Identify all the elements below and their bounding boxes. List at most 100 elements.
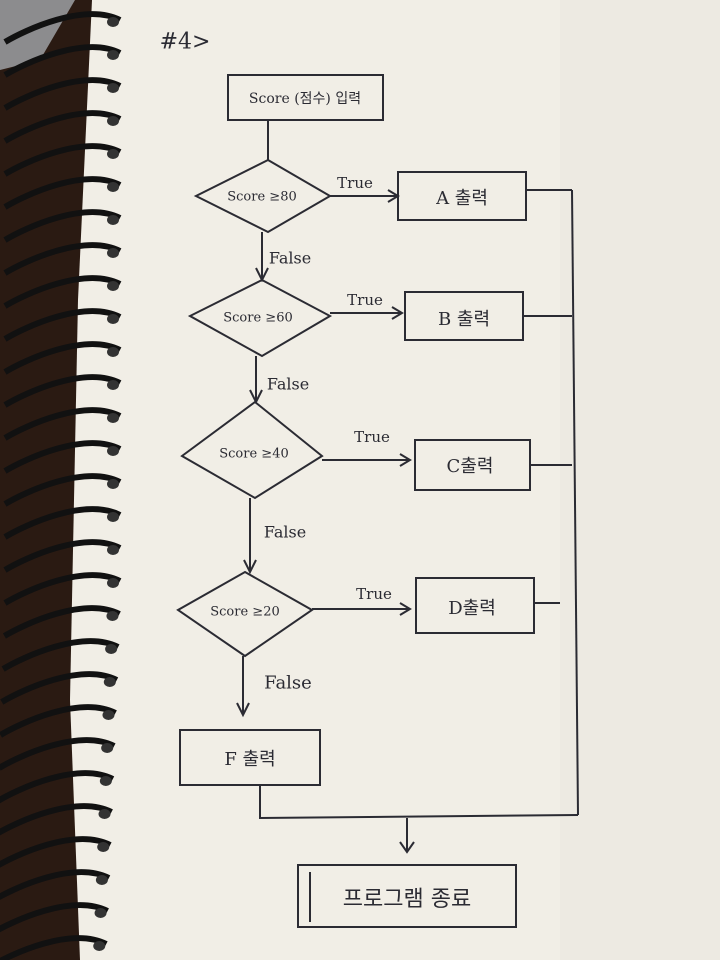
- decision-2-condition: Score ≥60: [223, 310, 293, 326]
- punch-hole: [107, 545, 119, 555]
- punch-hole: [98, 809, 111, 819]
- output-f-shape: [179, 729, 321, 786]
- spiral-coil: [3, 242, 122, 276]
- arrowhead: [399, 841, 415, 854]
- punch-hole: [99, 776, 112, 786]
- spiral-coil: [0, 902, 109, 933]
- decision-4-true-label: True: [356, 585, 392, 603]
- punch-hole: [101, 743, 114, 753]
- decision-4-false-label: False: [264, 672, 312, 694]
- spiral-coil: [3, 539, 122, 573]
- spiral-coil: [0, 836, 112, 868]
- spiral-coil: [3, 209, 122, 243]
- punch-hole: [107, 281, 119, 291]
- arrowhead: [243, 559, 257, 575]
- punch-hole: [107, 248, 119, 258]
- spiral-coil: [0, 935, 108, 960]
- spiral-coil: [0, 671, 119, 705]
- spiral-coil: [1, 638, 120, 672]
- spiral-coil: [3, 473, 122, 507]
- spiral-coil: [3, 407, 122, 441]
- spiral-coil: [0, 770, 115, 804]
- punch-hole: [103, 677, 116, 687]
- decision-4-condition: Score ≥20: [210, 604, 280, 620]
- arrowhead: [236, 702, 250, 718]
- output-a-shape: [397, 171, 527, 221]
- spiral-coil: [0, 869, 111, 900]
- paper-shade: [560, 0, 720, 960]
- spiral-binding: [0, 11, 122, 960]
- punch-hole: [107, 149, 119, 159]
- decision-4-shape: [176, 570, 314, 658]
- spiral-coil: [3, 275, 122, 309]
- input-box-shape: [227, 74, 384, 121]
- spiral-coil: [3, 110, 122, 144]
- right-rail: [571, 189, 579, 816]
- punch-hole: [107, 182, 119, 192]
- spiral-coil: [2, 605, 121, 639]
- punch-hole: [107, 578, 119, 588]
- spiral-coil: [3, 572, 122, 606]
- punch-hole: [107, 380, 119, 390]
- punch-hole: [93, 941, 106, 951]
- spiral-coil: [3, 143, 122, 177]
- arrowhead: [391, 306, 404, 320]
- decision-1-shape: [193, 158, 332, 234]
- spiral-coil: [0, 704, 117, 738]
- end-box-shape: [297, 864, 517, 928]
- punch-hole: [105, 644, 118, 654]
- spiral-coil: [3, 176, 122, 210]
- punch-hole: [107, 50, 119, 60]
- decision-1-true-label: True: [337, 174, 373, 192]
- spiral-coil: [3, 44, 122, 78]
- arrowhead: [399, 453, 412, 467]
- paper-sheet: [70, 0, 720, 960]
- decision-3-condition: Score ≥40: [219, 446, 289, 462]
- punch-hole: [107, 116, 119, 126]
- punch-hole: [107, 512, 119, 522]
- spiral-coil: [3, 308, 122, 342]
- punch-hole: [94, 908, 107, 918]
- spiral-coil: [0, 737, 116, 771]
- spiral-coil: [0, 803, 113, 836]
- output-d-shape: [415, 577, 535, 634]
- decision-2-false-label: False: [266, 374, 310, 394]
- decision-3-shape: [180, 400, 324, 500]
- punch-hole: [107, 314, 119, 324]
- output-a-label: A 출력: [436, 188, 488, 209]
- output-b-label: B 출력: [437, 309, 491, 330]
- bottom-rail: [259, 785, 579, 820]
- page-number: #4>: [159, 29, 211, 55]
- punch-hole: [107, 446, 119, 456]
- punch-hole: [97, 842, 110, 852]
- flowchart-lines: [176, 74, 579, 928]
- output-d-label: D출력: [448, 598, 496, 619]
- spiral-coil: [3, 440, 122, 474]
- decision-1-false-label: False: [268, 248, 312, 268]
- punch-hole: [107, 215, 119, 225]
- decision-1-condition: Score ≥80: [227, 189, 297, 205]
- punch-hole: [107, 347, 119, 357]
- spiral-coil: [3, 341, 122, 375]
- punch-hole: [102, 710, 115, 720]
- punch-hole: [107, 479, 119, 489]
- end-box-label: 프로그램 종료: [342, 887, 472, 912]
- spiral-coil: [3, 374, 122, 408]
- spiral-coil: [3, 11, 122, 45]
- arrowhead: [399, 602, 412, 616]
- punch-hole: [107, 413, 119, 423]
- input-box-label: Score (점수) 입력: [248, 91, 362, 107]
- punch-hole: [107, 83, 119, 93]
- output-c-label: C출력: [446, 456, 494, 477]
- punch-hole: [106, 611, 119, 621]
- decision-2-shape: [187, 278, 333, 358]
- decision-3-false-label: False: [263, 522, 307, 542]
- spiral-coil: [3, 506, 122, 540]
- spiral-coil: [3, 77, 122, 111]
- decision-2-true-label: True: [347, 291, 383, 309]
- output-f-label: F 출력: [224, 749, 276, 770]
- punch-hole: [95, 875, 108, 885]
- punch-hole: [107, 17, 119, 27]
